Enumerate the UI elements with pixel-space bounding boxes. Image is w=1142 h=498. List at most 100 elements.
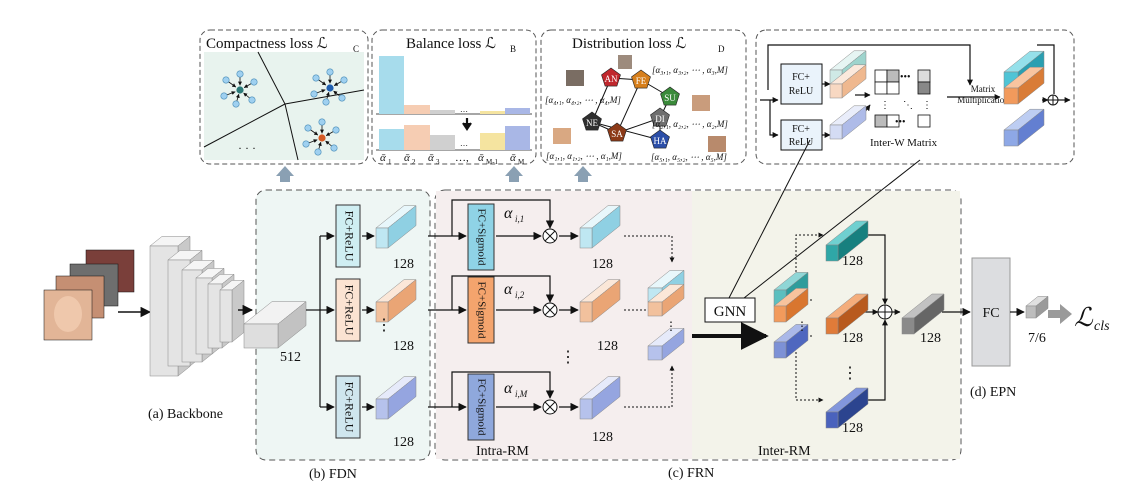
svg-text:ᾱ: ᾱ [478, 152, 484, 164]
face-thumb-4 [708, 136, 726, 152]
stacked-region-features [647, 269, 685, 361]
fdn-fc-relu-blocks: FC+ReLU FC+ReLU FC+ReLU [335, 204, 361, 439]
fdn-cube-1 [375, 205, 417, 249]
fc-relu-block: FC+ReLU [335, 204, 361, 268]
balance-loss-panel: Balance loss ℒ B … … ᾱ 1 ᾱ 2 ᾱ 3 [371, 29, 537, 166]
svg-text:128: 128 [393, 257, 414, 272]
feature-512-cube [243, 301, 307, 349]
balance-bars-before: … [379, 56, 530, 114]
inter-rm-label: Inter-RM [758, 444, 811, 459]
face-thumb-1 [566, 70, 584, 86]
inter-rm-cubes [773, 220, 945, 429]
inter-out-cube-1 [825, 220, 869, 262]
svg-text:ᾱ: ᾱ [510, 152, 516, 164]
inter-out-cube-M [825, 387, 869, 429]
svg-text:i,2: i,2 [515, 290, 525, 300]
emotion-nodes: AN FE SU DI NE SA HA [582, 67, 680, 149]
balance-bars-after: … [379, 118, 530, 150]
intra-cube-1 [579, 205, 621, 249]
feature-cluster [310, 68, 348, 106]
face-thumb-2 [692, 95, 710, 111]
svg-text:FC+ReLU: FC+ReLU [342, 285, 356, 336]
svg-text:[α₄,₁, α₄,₂, ⋯ , α₄,M]: [α₄,₁, α₄,₂, ⋯ , α₄,M] [545, 95, 621, 105]
svg-text:…: … [460, 139, 468, 148]
epn-output-cube [1025, 295, 1049, 319]
voronoi-lines [203, 51, 365, 161]
emotion-node-an: AN [601, 67, 621, 87]
svg-text:FE: FE [636, 76, 647, 86]
feature-cluster [220, 70, 258, 108]
matrix-mult-label-2: Multiplication [957, 95, 1009, 105]
intra-rm-lines [428, 199, 579, 412]
svg-text:128: 128 [842, 331, 863, 346]
svg-text:FC+Sigmoid: FC+Sigmoid [475, 282, 487, 339]
svg-text:HA: HA [654, 136, 667, 146]
dim-labels: 128 128 128 128 128 128 128 128 128 128 [393, 254, 941, 450]
svg-text:128: 128 [842, 254, 863, 269]
fdn-cube-M [375, 376, 417, 420]
svg-text:[α₁,₁, α₁,₂, ⋯ , α₁,M]: [α₁,₁, α₁,₂, ⋯ , α₁,M] [546, 151, 622, 161]
inter-in-cube-M [773, 323, 809, 359]
distribution-loss-title: Distribution loss ℒ [572, 36, 686, 52]
svg-text:⋮: ⋮ [665, 319, 677, 333]
inter-out-cube-2 [825, 293, 869, 335]
input-face-stack [43, 249, 152, 341]
fc-sigmoid-block: FC+Sigmoid [467, 276, 495, 344]
fc-relu-block: FC+ReLU [335, 278, 361, 342]
inter-w-panel: FC+ ReLU FC+ ReLU • [755, 29, 1075, 165]
emotion-node-sa: SA [607, 122, 627, 142]
intra-vertical-ellipsis: ⋮ [560, 349, 576, 366]
intra-rm-cubes [579, 205, 621, 420]
svg-text:SA: SA [611, 129, 623, 139]
fc-relu-top-line1: FC+ [792, 72, 810, 83]
svg-text:DI: DI [655, 114, 665, 124]
backbone-network [149, 235, 245, 377]
inter-w-panel-cubes [829, 50, 1045, 147]
svg-text:128: 128 [393, 339, 414, 354]
fdn-cube-2 [375, 279, 417, 323]
fc-relu-bottom-line2: ReLU [789, 137, 814, 148]
gnn-label: GNN [714, 304, 747, 320]
fc-sigmoid-block: FC+Sigmoid [467, 373, 495, 441]
svg-text:2: 2 [412, 158, 416, 166]
fc-sigmoid-block: FC+Sigmoid [467, 203, 495, 271]
intra-rm-label: Intra-RM [476, 444, 529, 459]
multiply-ops [542, 228, 558, 415]
svg-text:ᾱ: ᾱ [428, 152, 434, 164]
inter-w-matrix-label: Inter-W Matrix [870, 137, 938, 149]
balance-loss-title: Balance loss ℒ [406, 36, 496, 52]
feature-cluster [302, 118, 340, 156]
epn-module: FC (d) EPN ℒ cls 7/6 [970, 257, 1110, 400]
inter-in-cube-2 [773, 287, 809, 323]
svg-text:128: 128 [393, 435, 414, 450]
w-out-cube-2 [1003, 66, 1045, 105]
face-thumbnails [553, 55, 726, 152]
balance-axis-labels: ᾱ 1 ᾱ 2 ᾱ 3 …, ᾱ M-1 ᾱ M [380, 152, 525, 166]
cls-loss-subscript: cls [1094, 319, 1110, 334]
alpha-labels: α i,1 α i,2 α i,M [504, 205, 528, 399]
epn-out-cube [1025, 295, 1049, 319]
fdn-branch-lines [306, 231, 375, 412]
epn-out-dim: 7/6 [1028, 331, 1046, 346]
feature-512-cube [243, 301, 307, 349]
fc-relu-block: FC+ReLU [335, 375, 361, 439]
multiply-op-icon [542, 399, 558, 415]
inter-sum-cube [901, 293, 945, 335]
compactness-ellipsis: · · · [238, 141, 256, 155]
svg-text:1: 1 [388, 158, 392, 166]
svg-text:SU: SU [664, 93, 676, 103]
feature-clusters [220, 68, 348, 156]
emotion-node-ha: HA [650, 129, 670, 149]
cls-loss-label: ℒ [1074, 303, 1094, 332]
stack-cube-M [647, 327, 685, 361]
svg-text:NE: NE [586, 118, 598, 128]
inter-w-matrix-cells [874, 69, 931, 128]
emotion-node-su: SU [660, 86, 680, 106]
loss-feed-arrows [276, 166, 592, 182]
svg-text:128: 128 [592, 257, 613, 272]
svg-text:i,M: i,M [515, 389, 528, 399]
matrix-row-ellipsis: ••• [900, 72, 911, 83]
